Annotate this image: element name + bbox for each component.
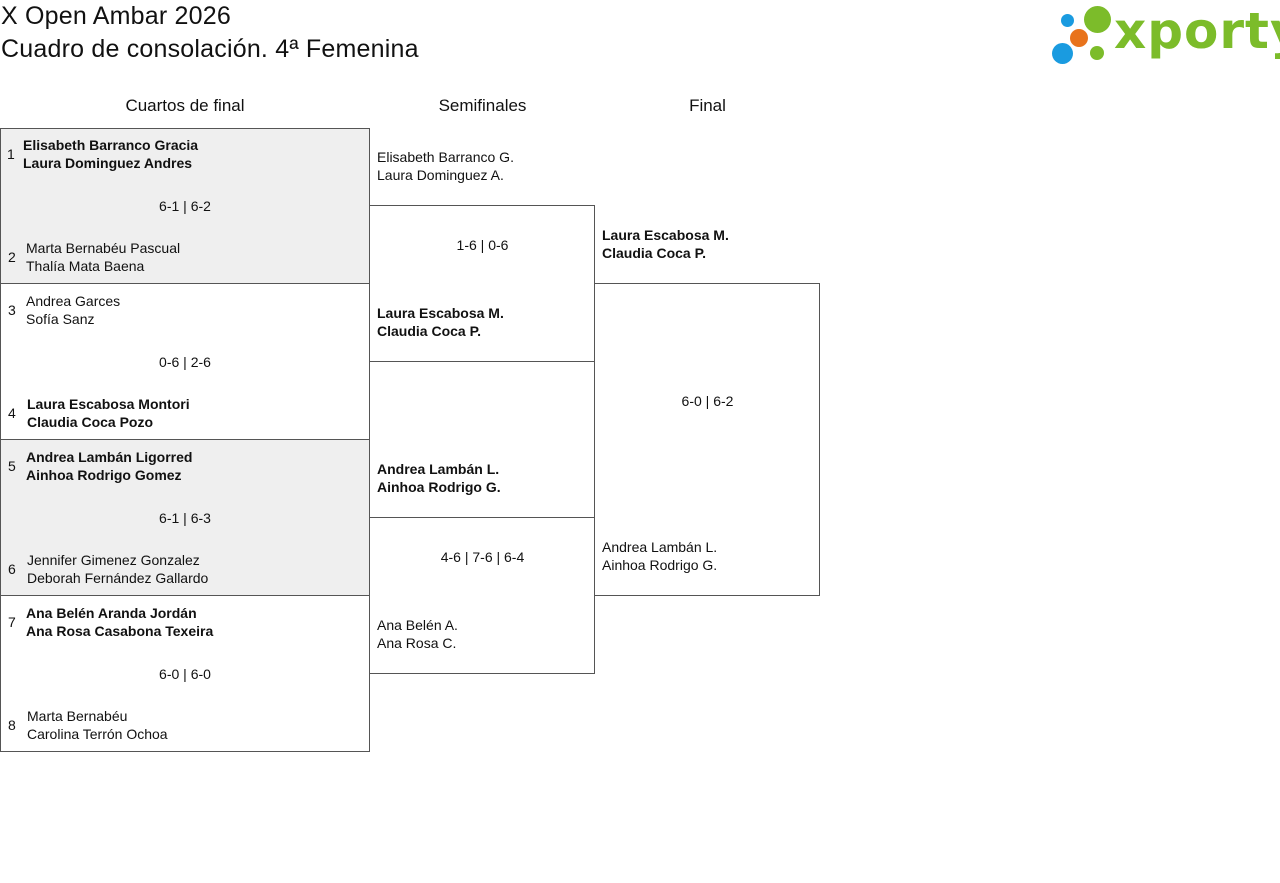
- player-name: Laura Escabosa M.: [377, 305, 504, 321]
- final-bottom-pair: Andrea Lambán L. Ainhoa Rodrigo G.: [602, 538, 717, 574]
- qf2-bottom-pair: Laura Escabosa Montori Claudia Coca Pozo: [27, 395, 190, 431]
- player-name: Ana Rosa Casabona Texeira: [26, 623, 214, 639]
- round-header-final: Final: [689, 96, 726, 115]
- player-name: Ana Belén Aranda Jordán: [26, 605, 197, 621]
- logo-green-dot-small: [1090, 46, 1104, 60]
- draw-subtitle: Cuadro de consolación. 4ª Femenina: [1, 35, 419, 63]
- qf2-top-pair: Andrea Garces Sofía Sanz: [26, 292, 120, 328]
- player-name: Sofía Sanz: [26, 311, 95, 327]
- player-name: Laura Escabosa Montori: [27, 396, 190, 412]
- player-name: Andrea Lambán L.: [602, 539, 718, 555]
- player-name: Elisabeth Barranco Gracia: [23, 137, 199, 153]
- player-name: Laura Escabosa M.: [602, 227, 729, 243]
- player-name: Claudia Coca Pozo: [27, 414, 154, 430]
- qf4-score: 6-0 | 6-0: [159, 666, 211, 682]
- sf2-bottom-pair: Ana Belén A. Ana Rosa C.: [377, 616, 458, 652]
- player-name: Ana Rosa C.: [377, 635, 457, 651]
- player-name: Carolina Terrón Ochoa: [27, 726, 168, 742]
- qf3-score: 6-1 | 6-3: [159, 510, 211, 526]
- player-name: Andrea Lambán L.: [377, 461, 500, 477]
- player-name: Deborah Fernández Gallardo: [27, 570, 209, 586]
- qf1-score: 6-1 | 6-2: [159, 198, 211, 214]
- quarterfinal-match-3: [0, 439, 370, 596]
- round-header-semifinals: Semifinales: [438, 96, 527, 115]
- logo-green-dot: [1084, 6, 1111, 33]
- qf4-bottom-pair: Marta Bernabéu Carolina Terrón Ochoa: [27, 707, 168, 743]
- final-top-pair: Laura Escabosa M. Claudia Coca P.: [602, 226, 729, 262]
- qf4-top-pair: Ana Belén Aranda Jordán Ana Rosa Casabon…: [26, 604, 213, 640]
- round-header-quarterfinals: Cuartos de final: [125, 96, 245, 115]
- xporty-logo: xporty: [1052, 2, 1280, 68]
- player-name: Andrea Lambán Ligorred: [26, 449, 193, 465]
- seed-number: 6: [8, 561, 16, 577]
- player-name: Laura Dominguez A.: [377, 167, 504, 183]
- final-match: [594, 283, 820, 596]
- logo-blue-dot-bottom: [1052, 43, 1073, 64]
- player-name: Marta Bernabéu Pascual: [26, 240, 181, 256]
- player-name: Marta Bernabéu: [27, 708, 128, 724]
- seed-number: 3: [8, 302, 16, 318]
- qf2-score: 0-6 | 2-6: [159, 354, 211, 370]
- player-name: Laura Dominguez Andres: [23, 155, 193, 171]
- sf1-bottom-pair: Laura Escabosa M. Claudia Coca P.: [377, 304, 504, 340]
- player-name: Ainhoa Rodrigo G.: [602, 557, 718, 573]
- player-name: Ainhoa Rodrigo Gomez: [26, 467, 182, 483]
- seed-number: 7: [8, 614, 16, 630]
- player-name: Ana Belén A.: [377, 617, 458, 633]
- qf3-top-pair: Andrea Lambán Ligorred Ainhoa Rodrigo Go…: [26, 448, 192, 484]
- player-name: Andrea Garces: [26, 293, 121, 309]
- qf1-bottom-pair: Marta Bernabéu Pascual Thalía Mata Baena: [26, 239, 180, 275]
- seed-number: 4: [8, 405, 16, 421]
- tournament-title: X Open Ambar 2026: [1, 2, 231, 30]
- player-name: Jennifer Gimenez Gonzalez: [27, 552, 200, 568]
- player-name: Thalía Mata Baena: [26, 258, 145, 274]
- sf1-top-pair: Elisabeth Barranco G. Laura Dominguez A.: [377, 148, 514, 184]
- player-name: Claudia Coca P.: [377, 323, 482, 339]
- logo-orange-dot: [1070, 29, 1088, 47]
- qf1-top-pair: Elisabeth Barranco Gracia Laura Domingue…: [23, 136, 198, 172]
- qf3-bottom-pair: Jennifer Gimenez Gonzalez Deborah Fernán…: [27, 551, 208, 587]
- logo-blue-dot-top: [1061, 14, 1074, 27]
- sf1-score: 1-6 | 0-6: [456, 237, 509, 253]
- sf2-score: 4-6 | 7-6 | 6-4: [440, 549, 525, 565]
- seed-number: 1: [7, 146, 15, 162]
- seed-number: 5: [8, 458, 16, 474]
- quarterfinal-match-1: [0, 128, 370, 284]
- sf2-top-pair: Andrea Lambán L. Ainhoa Rodrigo G.: [377, 460, 501, 496]
- final-score: 6-0 | 6-2: [681, 393, 734, 409]
- seed-number: 2: [8, 249, 16, 265]
- player-name: Elisabeth Barranco G.: [377, 149, 514, 165]
- player-name: Claudia Coca P.: [602, 245, 707, 261]
- logo-wordmark: xporty: [1114, 2, 1280, 60]
- player-name: Ainhoa Rodrigo G.: [377, 479, 501, 495]
- seed-number: 8: [8, 717, 16, 733]
